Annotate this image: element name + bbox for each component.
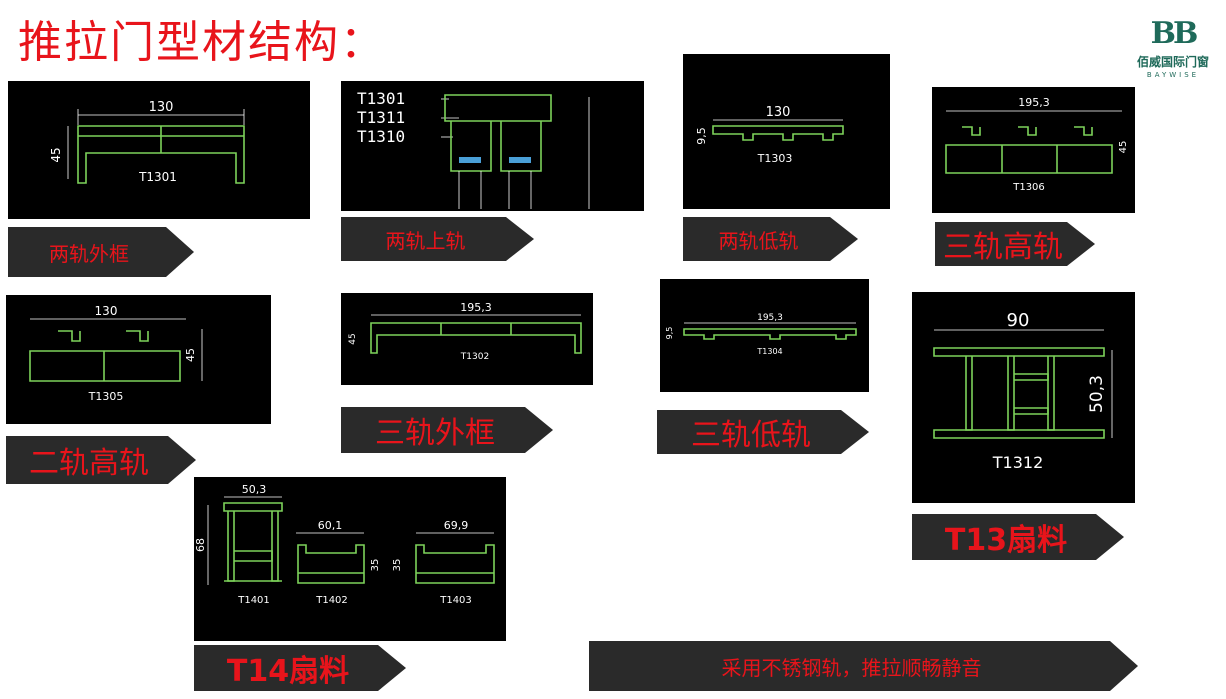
dim-width: 90	[1007, 310, 1030, 331]
dim-a-height: 68	[194, 538, 207, 552]
dim-height: 45	[348, 333, 358, 344]
code-b: T1402	[315, 595, 348, 606]
logo-name-cn: 佰威国际门窗	[1136, 55, 1209, 69]
logo-mark: BB	[1150, 16, 1199, 51]
brand-logo: BB 佰威国际门窗 BAYWISE	[1130, 16, 1216, 79]
drawing-t1305: 130 45 T1305	[6, 295, 271, 424]
banner-t13-sash: T13扇料	[912, 514, 1124, 560]
dim-width: 130	[95, 304, 118, 318]
profile-code: T1306	[1012, 182, 1045, 193]
profile-code: T1301	[138, 170, 177, 184]
drawing-t14-series: 50,3 68 T1401 60,1 35 T1402 69,9 35 T140…	[194, 477, 506, 641]
banner-three-track-high-rail: 三轨高轨	[935, 222, 1095, 266]
drawing-upper-rail-assembly: T1301 T1311 T1310	[341, 81, 644, 211]
banner-three-track-low-rail: 三轨低轨	[657, 410, 869, 454]
logo-name-en: BAYWISE	[1146, 71, 1200, 79]
code-c: T1403	[439, 595, 472, 606]
banner-two-track-low-rail: 两轨低轨	[683, 217, 858, 261]
drawing-t1312: 90 50,3 T1312	[912, 292, 1135, 503]
dim-width: 195,3	[1018, 96, 1050, 109]
profile-code: T1312	[992, 453, 1044, 472]
label-t1310: T1310	[357, 127, 405, 146]
banner-two-track-high-rail: 二轨高轨	[6, 436, 196, 484]
dim-width: 130	[766, 105, 791, 120]
banner-t14-sash: T14扇料	[194, 645, 406, 691]
profile-code: T1303	[757, 152, 793, 165]
drawing-t1301: 130 45 T1301	[8, 81, 310, 219]
label-t1301: T1301	[357, 89, 405, 108]
dim-height: 45	[49, 147, 63, 162]
profile-code: T1305	[88, 390, 124, 403]
banner-two-track-upper-rail: 两轨上轨	[341, 217, 534, 261]
banner-stainless-rail: 采用不锈钢轨，推拉顺畅静音	[589, 641, 1138, 691]
dim-height: 45	[184, 348, 197, 362]
dim-c-width: 69,9	[444, 519, 469, 532]
dim-b-height: 35	[370, 559, 381, 572]
profile-code: T1302	[460, 352, 489, 362]
dim-a-width: 50,3	[242, 483, 267, 496]
dim-height: 50,3	[1087, 375, 1107, 413]
banner-two-track-frame: 两轨外框	[8, 227, 194, 277]
page-title: 推拉门型材结构：	[18, 17, 386, 68]
dim-height: 9,5	[695, 127, 708, 145]
dim-b-width: 60,1	[318, 519, 343, 532]
dim-c-height: 35	[392, 559, 403, 572]
drawing-t1302: 195,3 45 T1302	[341, 293, 593, 385]
dim-width: 195,3	[460, 301, 492, 314]
dim-width: 195,3	[757, 313, 783, 323]
drawing-t1303: 130 9,5 T1303	[683, 54, 890, 209]
drawing-t1304: 195,3 9,5 T1304	[660, 279, 869, 392]
dim-width: 130	[149, 100, 174, 115]
label-t1311: T1311	[357, 108, 405, 127]
banner-three-track-frame: 三轨外框	[341, 407, 553, 453]
drawing-t1306: 195,3 45 T1306	[932, 87, 1135, 213]
profile-code: T1304	[756, 347, 782, 356]
code-a: T1401	[237, 595, 270, 606]
dim-height: 9,5	[665, 327, 674, 340]
dim-height: 45	[1118, 141, 1129, 154]
